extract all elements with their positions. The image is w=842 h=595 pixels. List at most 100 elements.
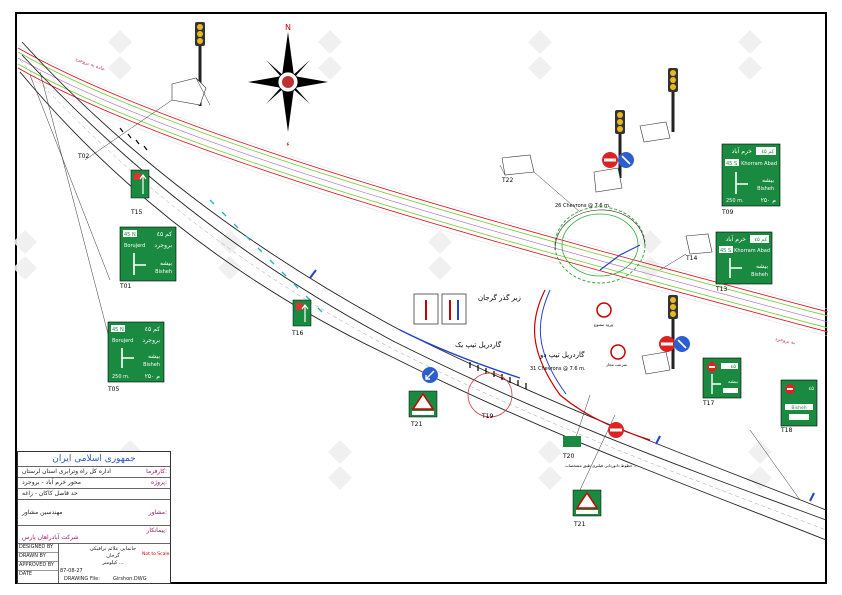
warning-sign-t21a bbox=[408, 390, 438, 418]
detail-circle bbox=[467, 372, 513, 418]
t18-label: Bisheh bbox=[791, 405, 806, 411]
sign-t01[interactable]: 45 N ٤۵ کم Borujerd بروجرد بیشه Bisheh bbox=[119, 226, 177, 282]
sign-t20 bbox=[563, 436, 581, 447]
tb-contractor: شرکت آبادراهان پارس bbox=[22, 534, 79, 541]
tb-sheet-title-3: کیلومتر ... bbox=[102, 560, 124, 566]
sign-t17[interactable]: ٤۵ بیشه bbox=[702, 357, 742, 399]
t09-bottom-right: ۲۵۰ م bbox=[761, 197, 777, 204]
tag-t09: T09 bbox=[721, 209, 733, 216]
tb-employer: اداره کل راه وترابری استان لرستان bbox=[22, 468, 111, 475]
tag-t19: T19 bbox=[481, 413, 493, 420]
keep-left-sign bbox=[422, 367, 438, 383]
tag-t16: T16 bbox=[291, 330, 303, 337]
t13-city2-en: Bisheh bbox=[751, 272, 768, 278]
tb-file: Girshon.DWG bbox=[113, 576, 147, 582]
t13-km: 45 S bbox=[720, 248, 731, 254]
t13-title-fa: خرم آباد bbox=[726, 234, 747, 243]
t05-city2-fa: بیشه bbox=[148, 353, 160, 360]
tb-employer-label: کارفرما: bbox=[146, 468, 167, 475]
t05-city1-fa: بروجرد bbox=[142, 337, 160, 344]
warning-sign-t21b bbox=[572, 489, 602, 517]
drawing-frame bbox=[15, 12, 827, 584]
t18-dist: ٤۵ bbox=[809, 386, 815, 392]
tb-date: 87-08-27 bbox=[60, 568, 83, 574]
t09-bottom-left: 250 m. bbox=[726, 198, 744, 204]
chevrons-top-note: 26 Chevrons @ 7.6 m. bbox=[555, 203, 611, 209]
t05-city2-en: Bisheh bbox=[143, 362, 160, 368]
main-road bbox=[17, 44, 829, 337]
t17-dist: ٤۵ bbox=[731, 364, 737, 370]
long-note: خطوط دانوردانی فیلتری طبق مشخصات ... bbox=[565, 463, 638, 468]
sign-t18[interactable]: ٤۵ Bisheh bbox=[780, 379, 818, 427]
sign-t13[interactable]: خرم آباد ٤۵ کم 45 S Khorram Abad بیشه Bi… bbox=[715, 231, 773, 285]
t05-bottom-right: ۲۵۰ م bbox=[145, 373, 161, 380]
traffic-light-4 bbox=[668, 295, 678, 369]
tb-section-row: حد فاصل کاکان - زاغه bbox=[18, 488, 170, 499]
t13-title-en: Khorram Abad bbox=[734, 248, 770, 254]
tag-t21a: T21 bbox=[410, 421, 422, 428]
title-block: جمهوری اسلامی ایران اداره کل راه وترابری… bbox=[17, 451, 171, 584]
tag-t02: T02 bbox=[77, 153, 89, 160]
chevron-markers-b bbox=[119, 127, 527, 389]
lane-sign-pair bbox=[413, 293, 467, 325]
tb-project-row: محور خرم آباد - بروجرد پروژه: bbox=[18, 477, 170, 488]
tag-t13: T13 bbox=[715, 286, 727, 293]
traffic-light-2 bbox=[615, 110, 625, 178]
sign-t16 bbox=[292, 299, 312, 327]
tb-section: حد فاصل کاکان - زاغه bbox=[22, 490, 78, 497]
t05-city1-en: Borujerd bbox=[112, 338, 133, 344]
tag-t15: T15 bbox=[130, 209, 142, 216]
sign-t09[interactable]: خرم آباد ٤۵ کم 45 S Khorram Abad بیشه Bi… bbox=[721, 143, 781, 207]
section-markers bbox=[309, 269, 815, 502]
speed-note: سرعت مجاز bbox=[605, 362, 628, 367]
t09-city2-fa: بیشه bbox=[762, 177, 774, 184]
tb-project-label: پروژه: bbox=[151, 479, 167, 486]
no-entry-sign-2 bbox=[659, 336, 690, 352]
traffic-light-1 bbox=[195, 22, 205, 106]
no-entry-sign-3 bbox=[608, 422, 624, 438]
tb-date-label: DATE bbox=[19, 571, 33, 577]
tb-sheet-title-1: جانمایی علائم ترافیکی bbox=[89, 546, 137, 552]
north-compass: N ء bbox=[248, 23, 328, 148]
tb-project: محور خرم آباد - بروجرد bbox=[22, 479, 82, 486]
chevrons-bottom-note: 31 Chevrons @ 7.6 m. bbox=[530, 366, 586, 372]
tag-t21b: T21 bbox=[573, 521, 585, 528]
t09-title-en: Khorram Abad bbox=[741, 161, 777, 167]
tb-consultant-label: مشاور: bbox=[148, 509, 167, 516]
t05-km: 45 N bbox=[112, 327, 124, 333]
tb-consultant: مهندسین مشاور bbox=[22, 509, 63, 516]
interchange-loop bbox=[554, 206, 646, 284]
t09-km: 45 S bbox=[726, 161, 737, 167]
tag-t18: T18 bbox=[780, 427, 792, 434]
tb-scale: Not to Scale bbox=[142, 552, 170, 557]
t05-dist: ٤۵ کم bbox=[145, 326, 160, 333]
tag-t01: T01 bbox=[119, 283, 131, 290]
t09-title-fa: خرم آباد bbox=[732, 146, 753, 155]
t01-city2-fa: بیشه bbox=[160, 260, 172, 267]
traffic-light-3 bbox=[668, 68, 678, 132]
speed-signs bbox=[596, 302, 626, 360]
t01-km: 45 N bbox=[124, 232, 136, 238]
tag-t17: T17 bbox=[702, 400, 714, 407]
underpass-note: زیر گذر گرجان bbox=[478, 293, 521, 302]
guardrail-2-note: گاردریل تیپ دو bbox=[539, 350, 585, 359]
road-right-label: به بروجرد bbox=[775, 336, 796, 346]
compass-north-letter: N bbox=[285, 23, 291, 32]
tb-file-label: DRAWING File: bbox=[64, 576, 100, 582]
tb-sheet-title-2: گرجان bbox=[106, 553, 120, 559]
t13-city2-fa: بیشه bbox=[756, 263, 768, 270]
tb-consultant-row: مهندسین مشاور مشاور: bbox=[18, 499, 170, 525]
sign-t05[interactable]: 45 N ٤۵ کم Borujerd بروجرد بیشه Bisheh 2… bbox=[107, 321, 165, 383]
callouts bbox=[171, 77, 713, 375]
no-entry-sign-1 bbox=[602, 152, 634, 168]
chevron-markers bbox=[209, 199, 323, 313]
sign-t15 bbox=[130, 169, 150, 199]
t05-bottom-left: 250 m. bbox=[112, 374, 130, 380]
tag-t22: T22 bbox=[501, 177, 513, 184]
tb-employer-row: اداره کل راه وترابری استان لرستان کارفرم… bbox=[18, 466, 170, 477]
t01-dist: ٤۵ کم bbox=[157, 231, 172, 238]
t09-dist: ٤۵ کم bbox=[761, 149, 774, 155]
guardrail-1-note: گاردریل تیپ یک bbox=[455, 340, 502, 349]
tb-contractor-row: پیمانکار: شرکت آبادراهان پارس bbox=[18, 525, 170, 543]
t17-label: بیشه bbox=[728, 379, 738, 385]
